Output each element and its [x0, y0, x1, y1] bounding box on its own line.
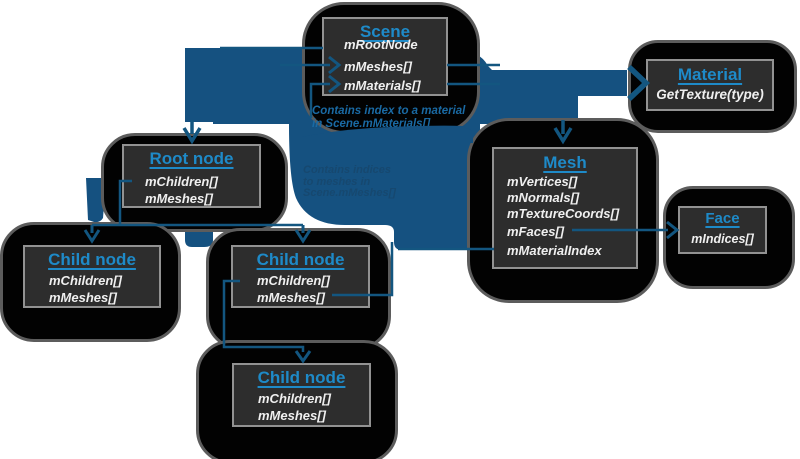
mesh-node-box: Mesh mVertices[] mNormals[] mTextureCoor…: [492, 147, 638, 269]
child-node-3-box: Child node mChildren[] mMeshes[]: [232, 363, 371, 427]
scene-member-mmaterials: mMaterials[]: [344, 78, 421, 93]
mesh-member-mvertices: mVertices[]: [507, 174, 578, 189]
material-index-annotation: Contains index to a material in Scene.mM…: [312, 105, 465, 131]
root-node-title: Root node: [149, 149, 234, 168]
scene-title: Scene: [359, 22, 411, 41]
scene-member-mmeshes: mMeshes[]: [344, 59, 412, 74]
material-node-box: Material GetTexture(type): [646, 59, 774, 111]
mesh-member-mfaces: mFaces[]: [507, 224, 565, 239]
root-node-box: Root node mChildren[] mMeshes[]: [122, 144, 261, 208]
mesh-member-mmaterialindex: mMaterialIndex: [507, 243, 602, 258]
child2-member-mchildren: mChildren[]: [257, 273, 330, 288]
mesh-member-mtexturecoords: mTextureCoords[]: [507, 206, 620, 221]
scene-member-mrootnode: mRootNode: [344, 37, 418, 52]
root-member-mchildren: mChildren[]: [145, 174, 218, 189]
child-node-title: Child node: [257, 368, 346, 387]
child2-member-mmeshes: mMeshes[]: [257, 290, 325, 305]
material-title: Material: [677, 65, 743, 84]
material-member-gettexture: GetTexture(type): [656, 87, 764, 102]
mesh-title: Mesh: [543, 153, 587, 172]
child-node-1-box: Child node mChildren[] mMeshes[]: [23, 245, 161, 308]
annotation-line: Contains indices: [303, 164, 392, 176]
root-member-mmeshes: mMeshes[]: [145, 191, 213, 206]
face-member-mindices: mIndices[]: [691, 232, 754, 246]
child-node-title: Child node: [48, 250, 136, 269]
scene-node-box: Scene mRootNode mMeshes[] mMaterials[]: [322, 17, 448, 96]
mesh-indices-annotation: Contains indices to meshes in Scene.mMes…: [303, 164, 396, 200]
annotation-line: Scene.mMeshes[]: [303, 187, 396, 199]
face-title: Face: [705, 210, 740, 227]
child-node-title: Child node: [256, 250, 345, 269]
child3-member-mmeshes: mMeshes[]: [258, 408, 326, 423]
mesh-member-mnormals: mNormals[]: [507, 190, 580, 205]
child3-member-mchildren: mChildren[]: [258, 391, 331, 406]
annotation-line: in Scene.mMaterials[]: [312, 118, 431, 130]
child-node-2-box: Child node mChildren[] mMeshes[]: [231, 245, 370, 308]
child1-member-mchildren: mChildren[]: [49, 273, 122, 288]
child1-member-mmeshes: mMeshes[]: [49, 290, 117, 305]
annotation-line: Contains index to a material: [312, 105, 466, 117]
face-node-box: Face mIndices[]: [678, 206, 767, 254]
